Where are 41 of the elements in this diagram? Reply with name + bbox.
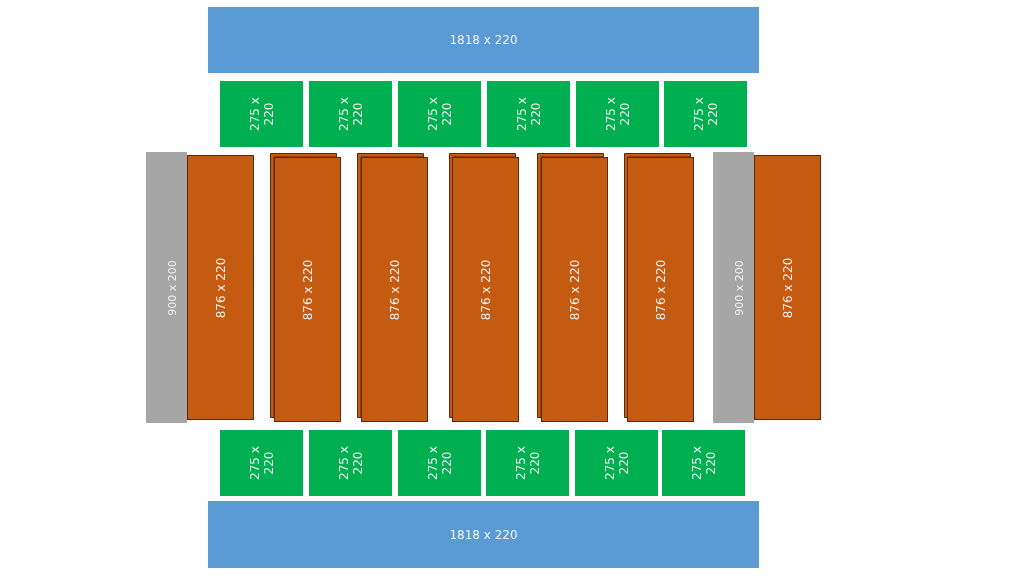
dimension-label: 876 x 220	[567, 259, 582, 320]
square-panel	[220, 430, 303, 496]
dimension-label: 275 x 220	[689, 445, 718, 482]
dimension-label: 275 x 220	[247, 445, 276, 482]
square-panel	[398, 430, 481, 496]
dimension-label: 876 x 220	[300, 259, 315, 320]
side-panel	[146, 152, 187, 423]
square-panel	[309, 81, 392, 147]
dimension-label: 275 x 220	[602, 445, 631, 482]
square-panel	[398, 81, 481, 147]
dimension-label: 876 x 220	[653, 259, 668, 320]
dimension-label: 900 x 200	[732, 259, 747, 316]
dimension-label: 1818 x 220	[449, 527, 518, 542]
dimension-label: 900 x 200	[165, 259, 180, 316]
dimension-label: 275 x 220	[514, 96, 543, 133]
dimension-label: 275 x 220	[513, 445, 542, 482]
dimension-label: 275 x 220	[425, 445, 454, 482]
dimension-label: 275 x 220	[336, 445, 365, 482]
dimension-label: 275 x 220	[691, 96, 720, 133]
square-panel	[309, 430, 392, 496]
dimension-label: 876 x 220	[478, 259, 493, 320]
square-panel	[575, 430, 658, 496]
square-panel	[486, 430, 569, 496]
square-panel	[662, 430, 745, 496]
dimension-label: 275 x 220	[336, 96, 365, 133]
dimension-label: 876 x 220	[780, 257, 795, 318]
square-panel	[220, 81, 303, 147]
dimension-label: 876 x 220	[387, 259, 402, 320]
side-panel	[713, 152, 754, 423]
wide-panel	[208, 501, 759, 568]
dimension-label: 1818 x 220	[449, 33, 518, 47]
dimension-label: 275 x 220	[247, 96, 276, 133]
dimension-label: 876 x 220	[213, 257, 228, 318]
square-panel	[487, 81, 570, 147]
wide-panel	[208, 7, 759, 73]
square-panel	[576, 81, 659, 147]
square-panel	[664, 81, 747, 147]
tall-panel	[754, 155, 821, 420]
dimension-label: 275 x 220	[603, 96, 632, 133]
tall-panel	[187, 155, 254, 420]
dimension-label: 275 x 220	[425, 96, 454, 133]
